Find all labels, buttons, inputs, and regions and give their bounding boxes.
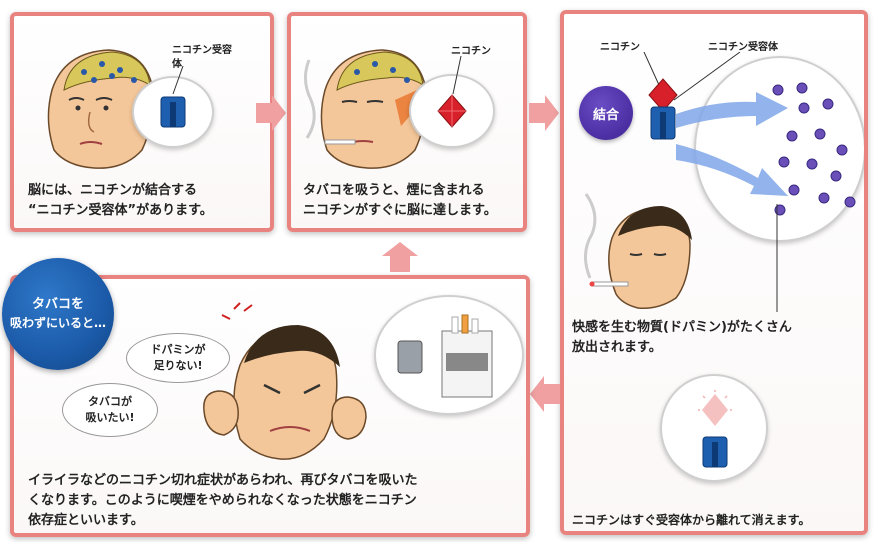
label-leader-line	[452, 56, 462, 95]
panel3-bottom-caption: ニコチンはすぐ受容体から離れて消えます。	[572, 513, 811, 527]
label-leader-line	[172, 66, 184, 95]
arrow-right-2	[529, 95, 559, 131]
nicotine-label: ニコチン	[451, 46, 491, 57]
arrow-left	[530, 376, 560, 412]
smoking-man-illustration	[304, 49, 427, 169]
receptor-label: ニコチン受容体	[172, 45, 232, 70]
arrow-up	[382, 242, 418, 272]
nicotine-label: ニコチン	[600, 42, 640, 53]
binding-badge: 結合	[579, 86, 633, 140]
panel4-caption: イライラなどのニコチン切れ症状があらわれ、再びタバコを吸いた くなります。このよ…	[28, 473, 418, 528]
receptor-icon	[702, 436, 728, 468]
dopamine-leader-line	[776, 204, 778, 312]
panel-receptor: ニコチン受容体 脳には、ニコチンが結合する “ニコチン受容体”があります。	[10, 12, 274, 232]
no-smoking-badge: タバコを 吸わずにいると…	[2, 258, 114, 370]
nicotine-icon	[437, 94, 467, 128]
speech-bubble-craving: タバコが 吸いたい!	[62, 383, 158, 437]
receptor-icon	[650, 106, 676, 140]
receptor-icon	[160, 96, 186, 128]
arrow-right-1	[256, 95, 286, 131]
panel2-caption: タバコを吸うと、煙に含まれる ニコチンがすぐに脳に達します。	[303, 183, 497, 218]
relaxed-smoker-illustration	[584, 193, 692, 310]
dopamine-molecules	[772, 82, 856, 216]
panel1-caption: 脳には、ニコチンが結合する “ニコチン受容体”があります。	[28, 183, 213, 218]
release-arrows	[676, 92, 788, 196]
speech-bubble-dopamine: ドパミンが 足りない!	[126, 333, 230, 383]
fading-nicotine-icon	[698, 390, 732, 426]
panel3-caption: 快感を生む物質(ドパミン)がたくさん 放出されます。	[572, 320, 792, 355]
receptor-label: ニコチン受容体	[708, 42, 778, 53]
man-head-illustration	[47, 49, 154, 169]
cigarette-pack-lighter-icon	[397, 314, 493, 398]
panel-smoking: ニコチン タバコを吸うと、煙に含まれる ニコチンがすぐに脳に達します。	[287, 12, 527, 232]
irritated-man-illustration	[203, 302, 367, 460]
